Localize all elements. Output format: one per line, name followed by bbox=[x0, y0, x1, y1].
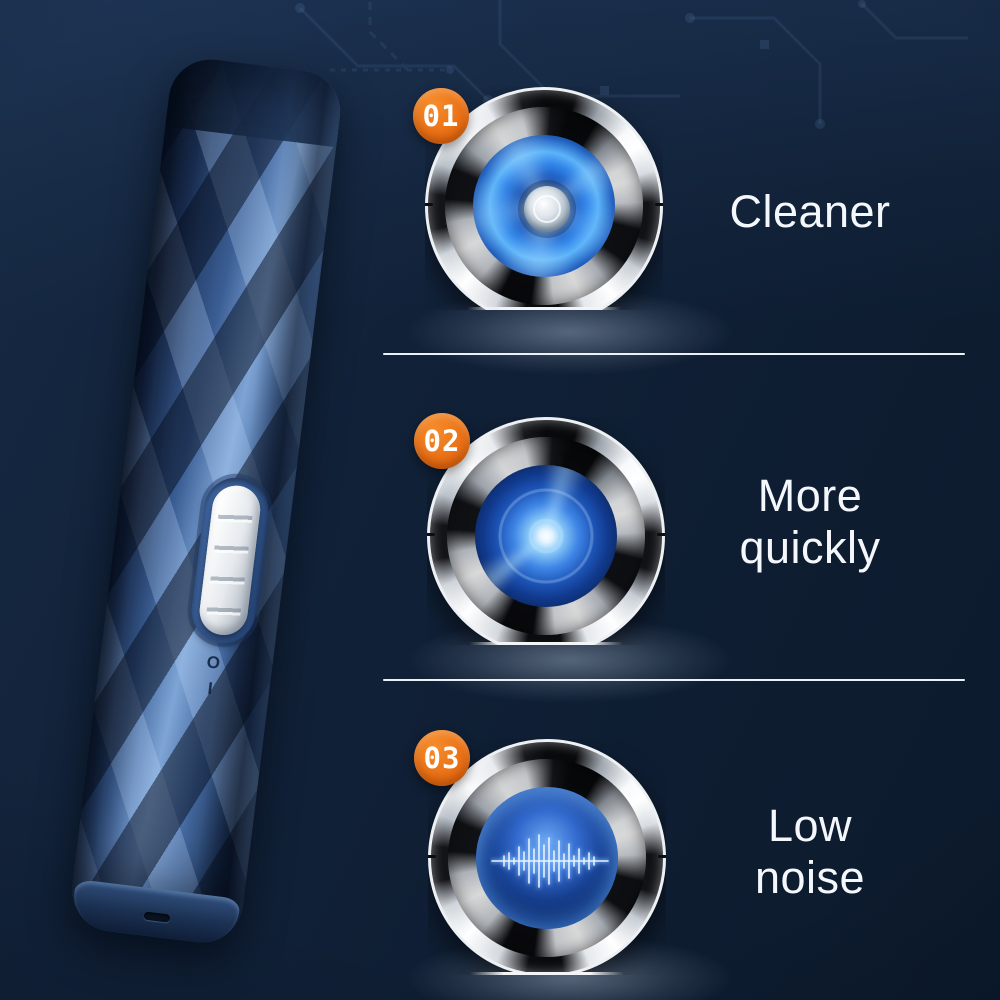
spinning-fan-glow-icon bbox=[475, 465, 617, 607]
section-divider-2 bbox=[383, 679, 965, 681]
ignition-slider-switch bbox=[196, 482, 263, 638]
housing-seam bbox=[427, 533, 435, 536]
feature-number-badge-3: 03 bbox=[414, 730, 470, 786]
charging-port bbox=[143, 911, 171, 923]
feature-label-1: Cleaner bbox=[729, 186, 891, 237]
fan-hub bbox=[524, 186, 570, 232]
fan-vortex-icon bbox=[473, 135, 615, 277]
feature-number-badge-2: 02 bbox=[414, 413, 470, 469]
feature-label-2: More quickly bbox=[739, 470, 881, 573]
feature-label-3: Low noise bbox=[754, 800, 866, 903]
ignition-switch-recess bbox=[188, 474, 272, 647]
section-divider-1 bbox=[383, 353, 965, 355]
power-markings: O I bbox=[196, 649, 228, 704]
housing-seam bbox=[428, 855, 436, 858]
sound-wave-icon bbox=[476, 787, 618, 929]
power-on-mark: I bbox=[206, 678, 214, 699]
power-off-mark: O bbox=[205, 652, 222, 673]
housing-seam bbox=[425, 203, 433, 206]
device-base bbox=[70, 878, 241, 947]
feature-number-badge-1: 01 bbox=[413, 88, 469, 144]
